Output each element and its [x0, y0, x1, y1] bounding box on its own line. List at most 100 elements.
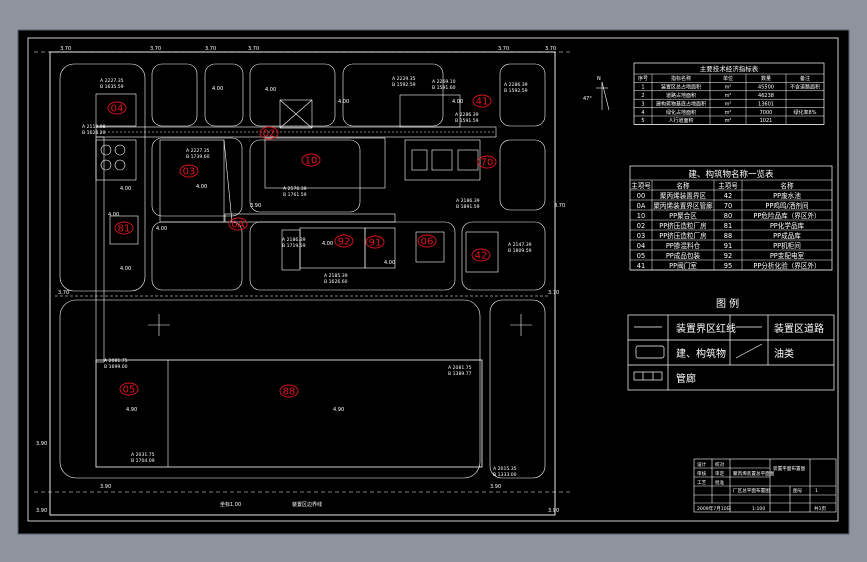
table-cell: 88: [724, 232, 732, 240]
building-03-outline: [159, 139, 225, 223]
equip-box-4: [431, 149, 453, 171]
dim-label: 3.70: [60, 46, 71, 52]
table-cell: 5: [641, 118, 644, 124]
legend-label: 建、构筑物: [676, 347, 726, 360]
title-project: 聚丙烯装置总平面图: [733, 470, 775, 477]
pipe-rack-branch: [224, 213, 396, 223]
road-block-4: [249, 63, 336, 127]
road-block-12: [461, 221, 546, 291]
table-header: 序号: [638, 75, 648, 82]
table-header: 主项号: [631, 181, 651, 190]
title-company: 厂区总平面布置图: [733, 487, 770, 494]
table-cell: PP化学品库: [770, 221, 805, 230]
coord-note: A 2147.39: [508, 242, 532, 248]
table-cell: PP挤压造粒厂房: [659, 231, 707, 240]
building-label: 41: [476, 97, 489, 108]
table-cell: m²: [725, 93, 732, 99]
title-cell: 审核: [697, 470, 707, 477]
coord-note: B 1761.59: [283, 192, 307, 198]
tank-3: [100, 159, 112, 171]
title-cell: 审定: [715, 470, 725, 477]
coord-note: B 1699.00: [104, 364, 128, 370]
coord-note: B 1719.59: [282, 243, 306, 249]
table-cell: PP掺混料仓: [666, 241, 701, 250]
north-arrow: N 47°: [583, 76, 610, 111]
table-cell: 45500: [758, 85, 774, 91]
building-label-bubble: [301, 153, 321, 167]
table-cell: 04: [637, 242, 645, 250]
elevation-label: 4.00: [156, 226, 167, 232]
road-block-6: [499, 63, 546, 127]
coord-note: B 1891.59: [456, 204, 480, 210]
road-block-14: [489, 299, 546, 479]
building-label: 70: [481, 158, 494, 169]
table-cell: 聚丙烯装置界区管廊: [653, 201, 713, 210]
table-cell: PP机柜间: [773, 241, 801, 250]
coord-note: A 2015.35: [493, 466, 517, 472]
building-42-outline: [465, 231, 499, 273]
coord-note: A 2186.39: [282, 237, 306, 243]
coord-note: B 1592.59: [392, 82, 416, 88]
building-label-bubble: [114, 221, 134, 235]
table-cell: PP鸡鸣/洒剂间: [765, 201, 809, 210]
table-cell: m²: [725, 118, 732, 124]
title-scale: 1:100: [752, 506, 765, 512]
legend-label: 装置区道路: [774, 322, 824, 335]
table-cell: PP分析化验（界区外）: [753, 261, 820, 270]
title-block-frame: [693, 458, 837, 513]
coord-note: B 1389.77: [448, 371, 472, 377]
building-label: 03: [183, 167, 196, 178]
elevation-label: 4.00: [452, 99, 463, 105]
building-label-bubble: [259, 126, 279, 140]
coord-note: A 2286.39: [455, 112, 479, 118]
coord-note: A 2229.35: [392, 76, 416, 82]
table-header: 数量: [761, 75, 771, 82]
title-cell: 设计: [697, 461, 707, 468]
building-88-outline: [95, 359, 483, 468]
table-cell: PP变配电室: [770, 251, 805, 260]
table-header: 名称: [676, 181, 690, 190]
equip-box-1-x2: [279, 99, 313, 129]
coord-note: A 2185.39: [324, 273, 348, 279]
elevation-label: 4.90: [126, 407, 137, 413]
elevation-label: 4.00: [338, 99, 349, 105]
dimension-labels: 3.70 3.70 3.70 3.70 3.70 3.70 3.70 3.70 …: [36, 46, 565, 514]
drawing-border: [27, 37, 839, 522]
north-label: N: [597, 76, 601, 82]
table-title: 建、构筑物名称一览表: [688, 169, 774, 180]
building-label-bubble: [107, 101, 127, 115]
title-date: 2009年7月10日: [697, 505, 731, 512]
dim-label: 3.70: [248, 46, 259, 52]
title-cell: 校对: [715, 461, 725, 468]
site-plan: [34, 51, 570, 516]
table-cell: 92: [724, 252, 732, 260]
table-cell: PP挤压造粒厂房: [659, 221, 707, 230]
elevation-label: 4.00: [265, 87, 276, 93]
table-cell: 不含道路面积: [790, 84, 820, 91]
building-label: 88: [283, 387, 296, 398]
equip-box-2: [399, 94, 461, 128]
dim-label: 3.70: [205, 46, 216, 52]
table-cell: 00: [637, 192, 645, 200]
legend: 图 例 装置界区红线 装置区道路 建、构筑物 油类 管廊: [627, 297, 835, 391]
north-arrow-needle: [601, 81, 610, 111]
coord-note: B 1704.09: [131, 458, 155, 464]
table-cell: m²: [725, 85, 732, 91]
dim-label: 3.70: [498, 46, 509, 52]
coord-note: A 2031.75: [131, 452, 155, 458]
table-cell: 80: [724, 212, 732, 220]
legend-symbol-building: [635, 345, 665, 359]
dim-label: 3.70: [548, 290, 559, 296]
table-cell: 05: [637, 252, 645, 260]
building-03-wall: [223, 139, 233, 223]
table-cell: 10: [637, 212, 645, 220]
table-header: 主项号: [718, 181, 738, 190]
table-cell: 0A: [637, 202, 646, 210]
table-header: 名称: [780, 181, 794, 190]
dim-label: 3.90: [36, 441, 47, 447]
elevation-label: 4.00: [120, 186, 131, 192]
road-block-2: [151, 63, 198, 127]
